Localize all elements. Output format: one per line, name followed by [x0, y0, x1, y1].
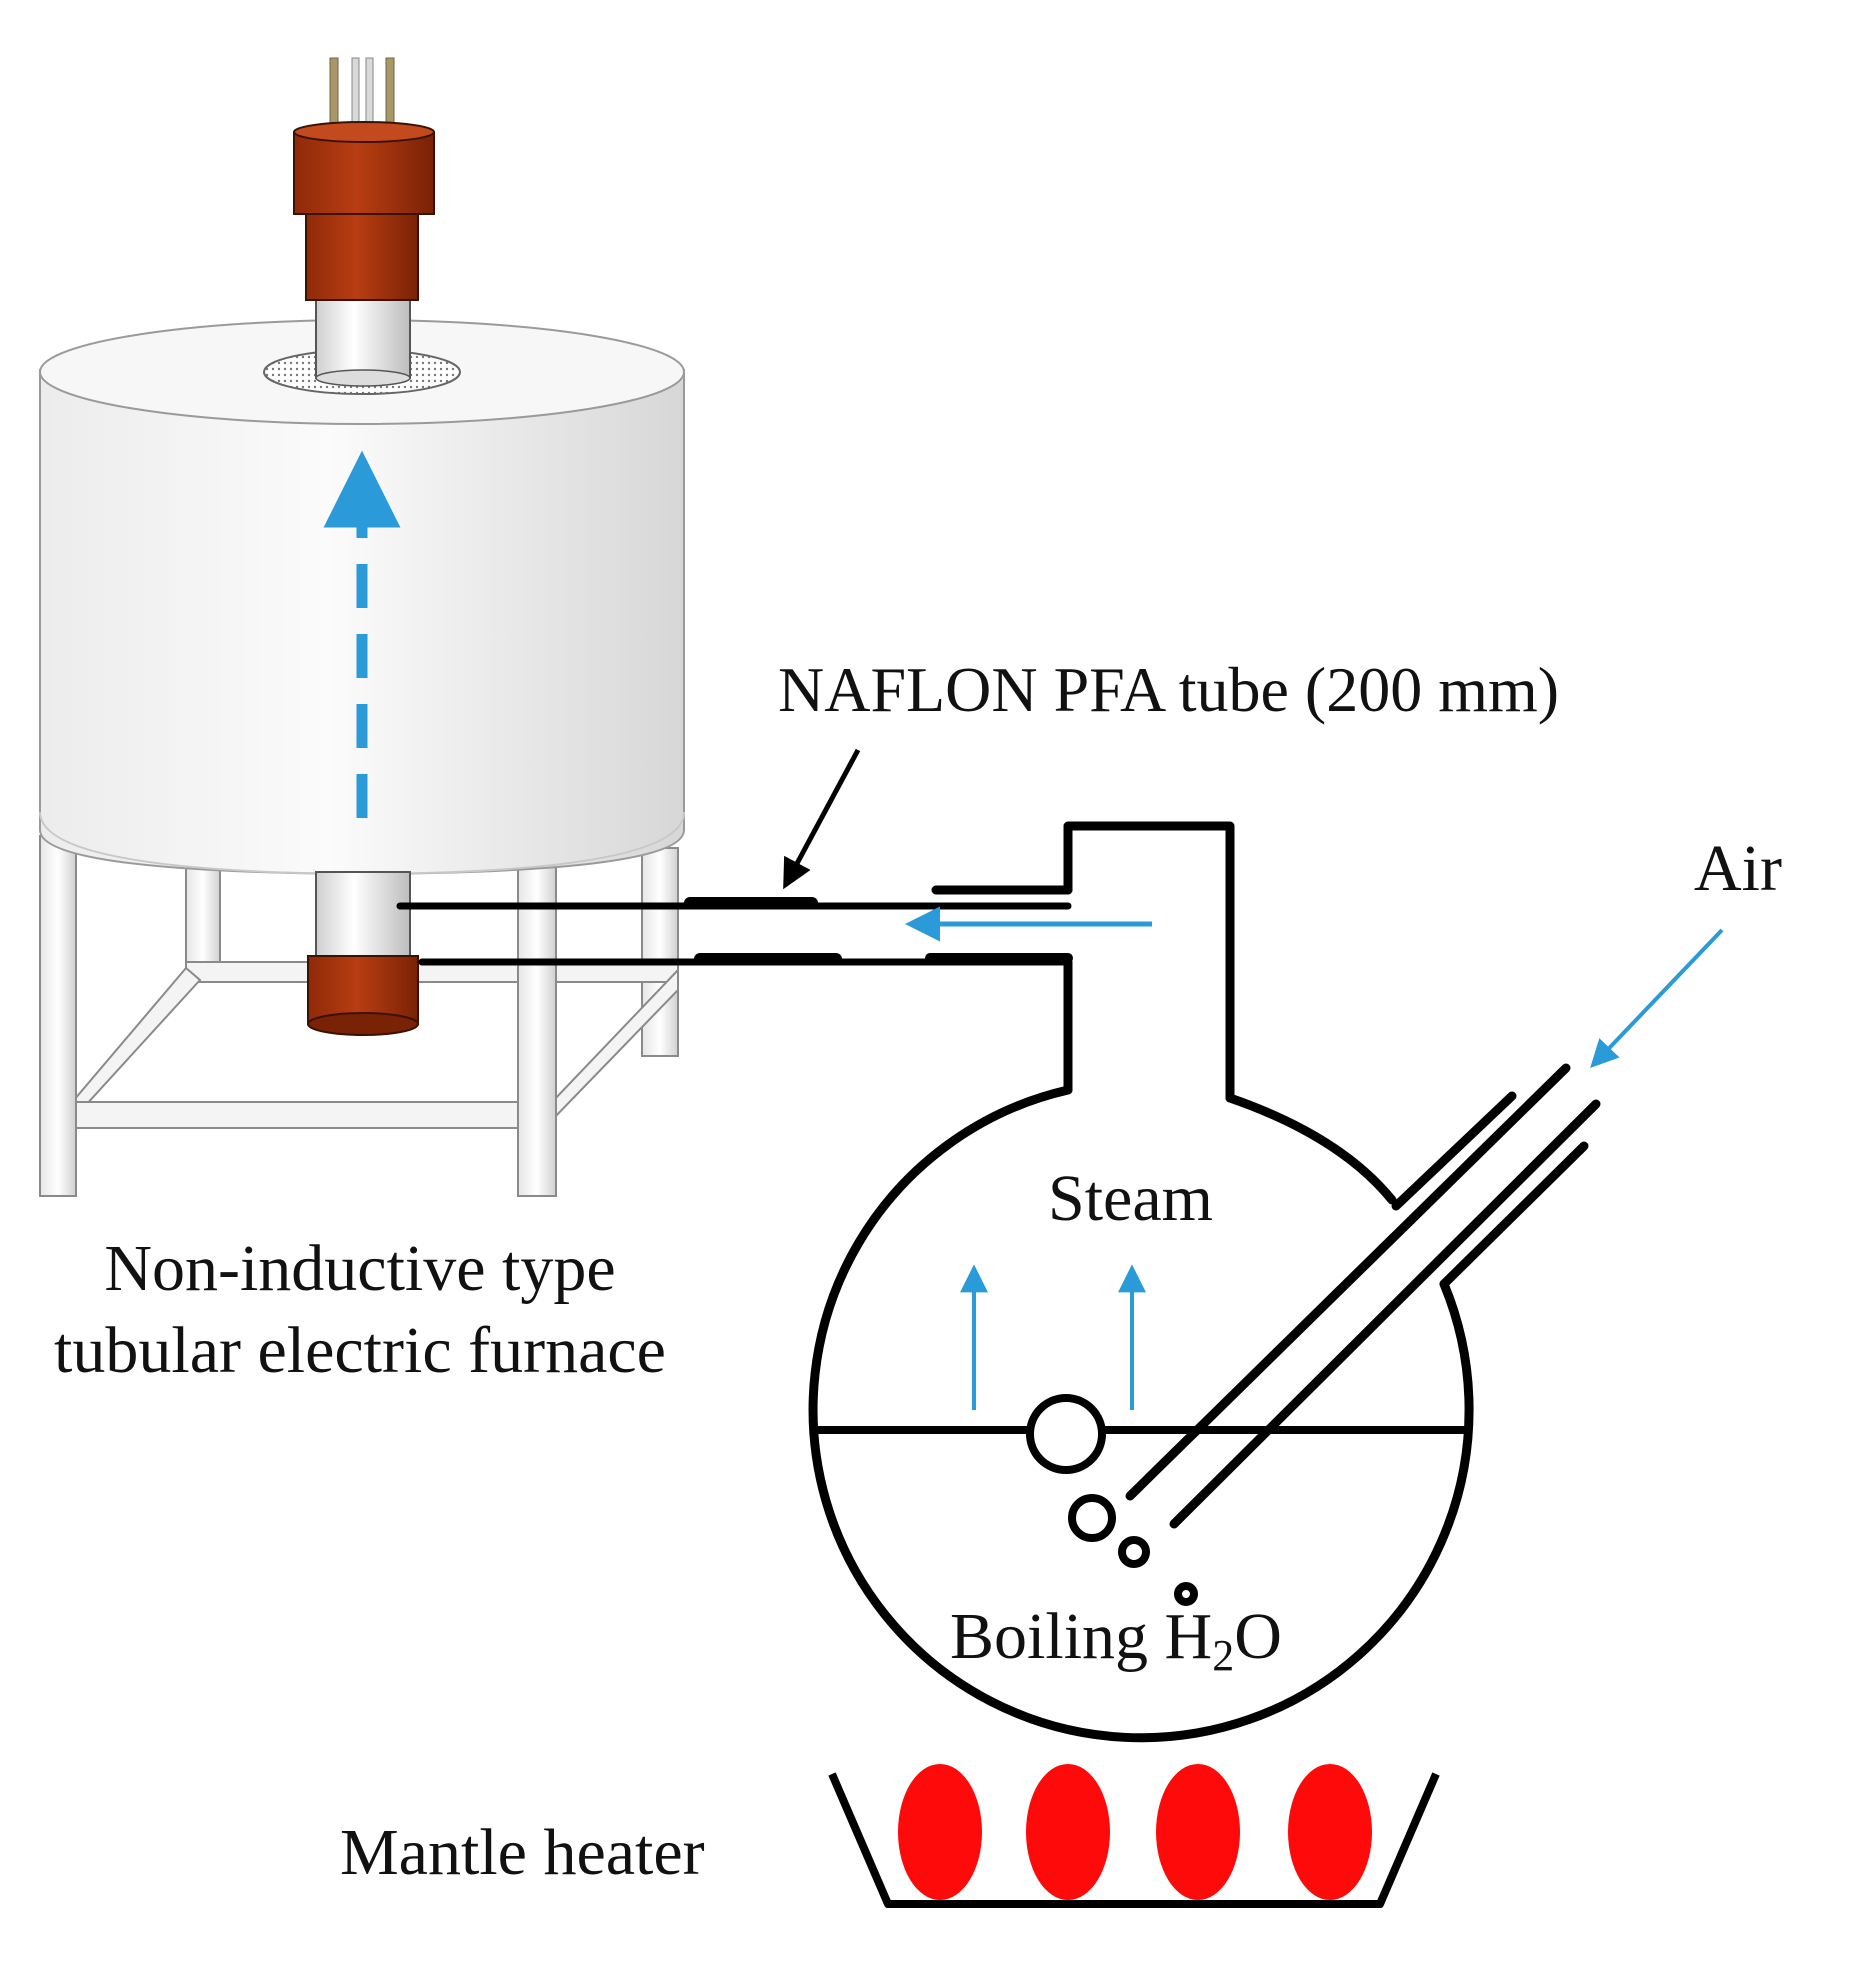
boiling-label-suffix: O [1234, 1600, 1282, 1673]
boiling-label-subscript: 2 [1212, 1631, 1235, 1680]
boiling-water-label: Boiling H2O [950, 1604, 1282, 1678]
naflon-pfa-tube [396, 885, 1073, 966]
heater-bowl [828, 1772, 1440, 1908]
pfa-pointer-arrow [783, 748, 861, 890]
top-tube-fitting [293, 57, 435, 301]
mantle-heater [828, 1764, 1440, 1908]
furnace-label-line2: tubular electric furnace [54, 1314, 666, 1387]
heater-flames [898, 1764, 1372, 1900]
air-flow-arrow [1590, 928, 1724, 1069]
mantle-heater-label: Mantle heater [340, 1816, 705, 1889]
pfa-tube-label: NAFLON PFA tube (200 mm) [778, 654, 1560, 725]
boiling-label-text: Boiling H [950, 1600, 1213, 1673]
bubbles [1026, 1394, 1198, 1606]
bottom-tube-fitting [307, 871, 419, 1036]
steam-label: Steam [1048, 1162, 1213, 1235]
air-inlet-tube [1125, 1063, 1601, 1529]
air-label: Air [1694, 832, 1782, 905]
furnace-label-line1: Non-inductive type [104, 1232, 616, 1305]
tubular-electric-furnace [39, 295, 685, 876]
furnace-stand [39, 835, 679, 1197]
boiling-flask [808, 821, 1589, 1743]
